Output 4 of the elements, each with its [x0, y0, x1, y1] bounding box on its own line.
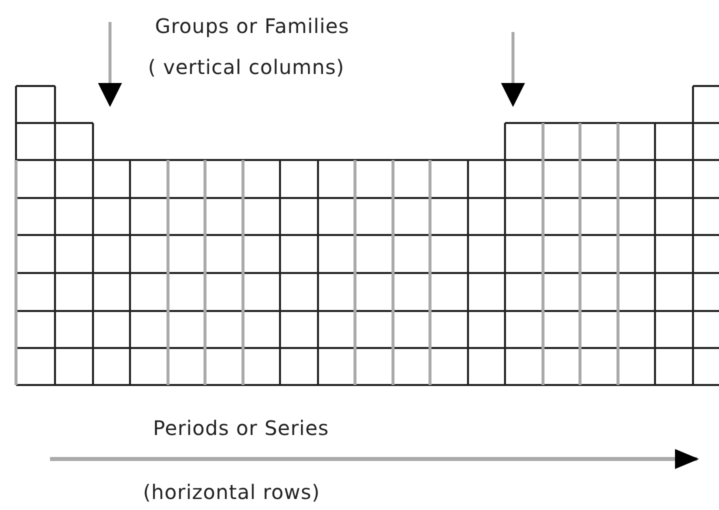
axis-label: Groups or Families [155, 14, 350, 38]
axis-label: ( vertical columns) [148, 55, 344, 79]
axis-label: Periods or Series [153, 416, 329, 440]
axis-label: (horizontal rows) [143, 480, 320, 504]
